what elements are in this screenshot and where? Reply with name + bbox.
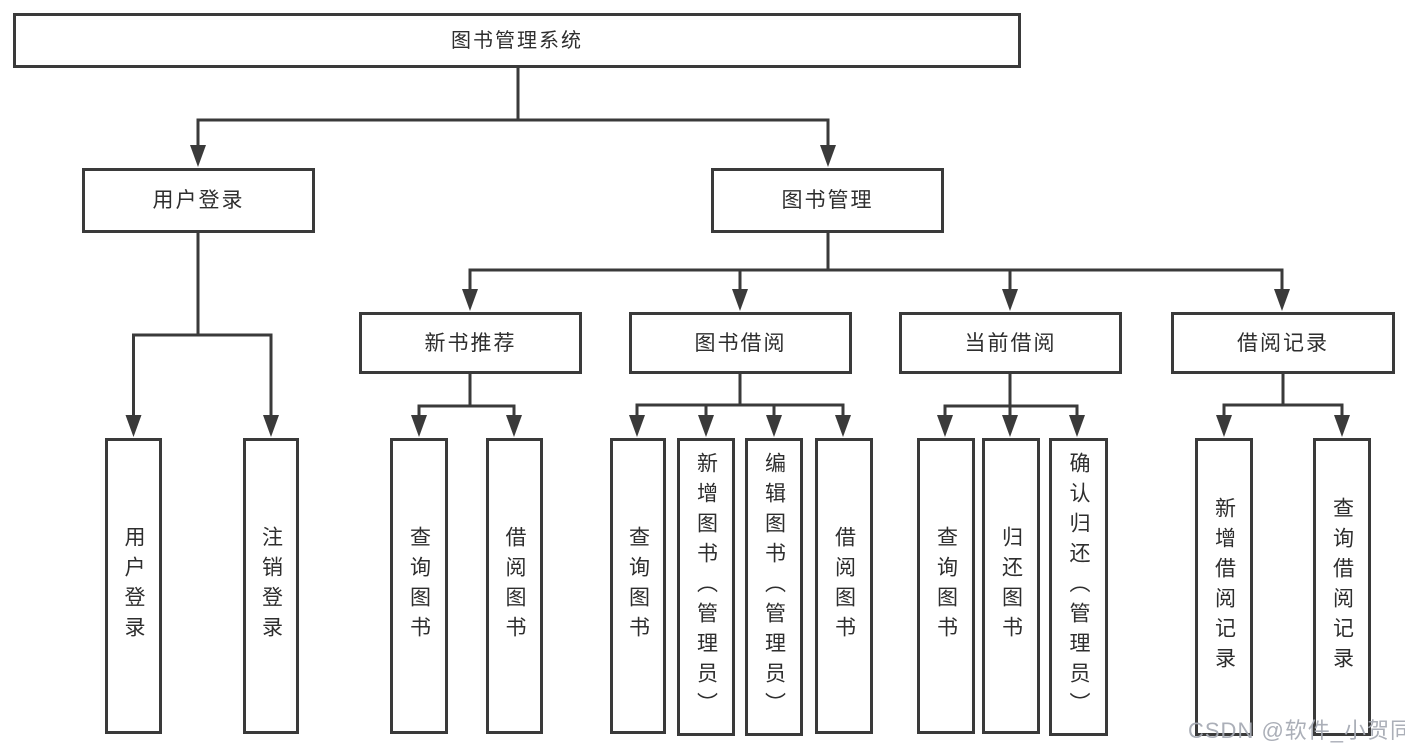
- leaf-records-query-label: 查询借阅记录: [1330, 497, 1354, 677]
- leaf-user-login: 用户登录: [105, 438, 162, 734]
- leaf-current-return: 归还图书: [982, 438, 1040, 734]
- node-user-login-label: 用户登录: [152, 189, 245, 212]
- leaf-records-add: 新增借阅记录: [1195, 438, 1253, 736]
- leaf-newbooks-query: 查询图书: [390, 438, 448, 734]
- leaf-logout-label: 注销登录: [259, 526, 283, 646]
- leaf-current-confirm-admin: 确认归还（管理员）: [1049, 438, 1108, 736]
- connector-root-to-level2: [196, 66, 830, 150]
- connector-newbooks-to-leaves: [417, 374, 516, 420]
- csdn-watermark: CSDN @软件_小贺同学: [1188, 718, 1405, 743]
- leaf-borrowing-add-admin-label: 新增图书（管理员）: [694, 452, 718, 722]
- connector-current-to-leaves: [943, 374, 1079, 420]
- connector-userlogin-to-leaves: [132, 233, 273, 420]
- leaf-borrowing-add-admin: 新增图书（管理员）: [677, 438, 735, 736]
- leaf-borrowing-edit-admin-label: 编辑图书（管理员）: [762, 452, 786, 722]
- connector-records-to-leaves: [1222, 374, 1344, 420]
- node-book-management-label: 图书管理: [781, 189, 874, 212]
- leaf-current-confirm-admin-label: 确认归还（管理员）: [1067, 452, 1090, 722]
- leaf-logout: 注销登录: [243, 438, 299, 734]
- connector-bookmgmt-to-level3: [468, 233, 1284, 293]
- node-borrow-records-label: 借阅记录: [1237, 331, 1329, 355]
- leaf-user-login-label: 用户登录: [122, 526, 145, 646]
- node-user-login: 用户登录: [82, 168, 315, 233]
- node-book-borrowing-label: 图书借阅: [694, 331, 787, 355]
- leaf-records-add-label: 新增借阅记录: [1212, 497, 1236, 677]
- connector-borrowing-to-leaves: [635, 374, 845, 420]
- leaf-borrowing-borrow-label: 借阅图书: [832, 526, 856, 646]
- leaf-borrowing-query-label: 查询图书: [626, 526, 650, 646]
- node-root-label: 图书管理系统: [451, 29, 583, 52]
- leaf-current-return-label: 归还图书: [999, 526, 1023, 646]
- leaf-borrowing-query: 查询图书: [610, 438, 666, 734]
- leaf-current-query-label: 查询图书: [934, 526, 958, 646]
- node-book-management: 图书管理: [711, 168, 944, 233]
- leaf-borrowing-edit-admin: 编辑图书（管理员）: [745, 438, 803, 736]
- node-current-borrowing: 当前借阅: [899, 312, 1122, 374]
- node-current-borrowing-label: 当前借阅: [964, 331, 1057, 355]
- node-root: 图书管理系统: [13, 13, 1021, 68]
- node-borrow-records: 借阅记录: [1171, 312, 1395, 374]
- leaf-records-query: 查询借阅记录: [1313, 438, 1371, 736]
- node-new-book-recommend-label: 新书推荐: [424, 331, 517, 355]
- node-book-borrowing: 图书借阅: [629, 312, 852, 374]
- leaf-current-query: 查询图书: [917, 438, 975, 734]
- leaf-borrowing-borrow: 借阅图书: [815, 438, 873, 734]
- leaf-newbooks-borrow-label: 借阅图书: [503, 526, 526, 646]
- leaf-newbooks-borrow: 借阅图书: [486, 438, 543, 734]
- leaf-newbooks-query-label: 查询图书: [407, 526, 431, 646]
- node-new-book-recommend: 新书推荐: [359, 312, 582, 374]
